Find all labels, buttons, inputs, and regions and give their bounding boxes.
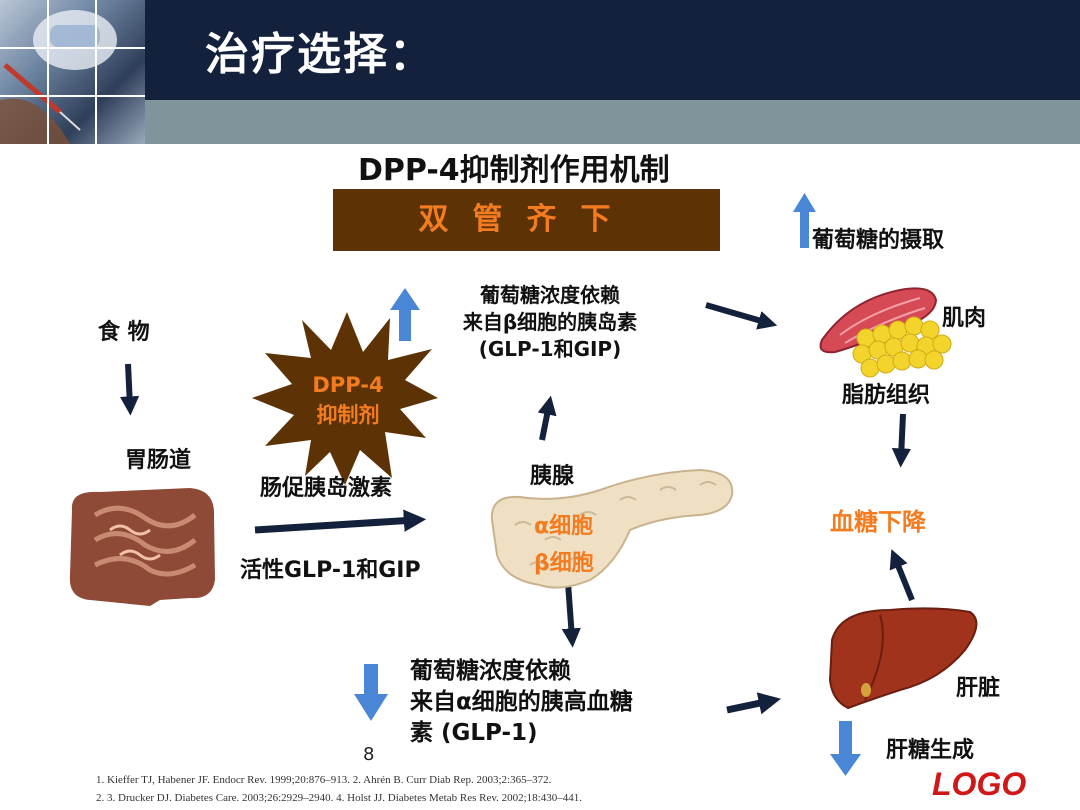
glucose-down-label: 血糖下降 [830,508,926,536]
insulin-to-muscle-arrow-icon [705,302,778,330]
glucagon-down-arrow-icon [354,664,388,721]
liver-label: 肝脏 [956,676,1001,701]
glucose-uptake-label: 葡萄糖的摄取 [812,228,945,253]
insulin-line-2: 来自β细胞的胰岛素 [462,310,638,334]
fat-to-glucose-arrow-icon [891,413,912,468]
glucagon-text: 葡萄糖浓度依赖 来自α细胞的胰高血糖 素 (GLP-1) [410,656,633,749]
dpp4-line-2: 抑制剂 [316,403,380,427]
insulin-line-3: (GLP-1和GIP) [478,337,622,361]
glucagon-to-liver-arrow-icon [726,692,781,715]
pancreas-down-arrow-icon [561,582,581,648]
liver-to-glucose-arrow-icon [889,549,915,602]
active-glp1-label: 活性GLP-1和GIP [240,558,421,583]
beta-cell-label: β细胞 [534,551,594,576]
food-label: 食 物 [98,320,150,345]
pancreas-label: 胰腺 [530,464,575,489]
insulin-text: 葡萄糖浓度依赖 来自β细胞的胰岛素 (GLP-1和GIP) [430,282,670,363]
syringe-photo-icon [0,0,145,144]
page-number: 8 [363,744,375,765]
muscle-label: 肌肉 [942,306,987,331]
pancreas-icon [490,468,734,589]
alpha-cell-label: α细胞 [534,514,594,539]
incretin-label: 肠促胰岛激素 [260,476,393,501]
dpp4-starburst-icon [252,312,438,485]
insulin-up-arrow-icon [390,288,420,341]
header-bar [0,0,1080,100]
page-title: 治疗选择： [205,29,435,80]
reference-line-2: 2. 3. Drucker DJ. Diabetes Care. 2003;26… [96,792,582,804]
hepatic-glucose-label: 肝糖生成 [886,738,975,763]
fat-tissue-icon [852,316,952,378]
glucagon-line-1: 葡萄糖浓度依赖 [410,658,571,684]
dpp4-inhibitor-label: DPP-4 抑制剂 [300,370,396,430]
reference-line-1: 1. Kieffer TJ, Habener JF. Endocr Rev. 1… [96,774,552,786]
gut-label: 胃肠道 [125,448,192,473]
header-band [0,100,1080,144]
hepatic-down-arrow-icon [830,721,861,776]
muscle-icon [819,287,938,354]
uptake-up-arrow-icon [793,193,816,248]
liver-icon [828,607,978,710]
logo: LOGO [932,766,1027,802]
gut-to-pancreas-arrow-icon [254,509,427,534]
insulin-line-1: 葡萄糖浓度依赖 [480,283,620,307]
diagram-subtitle: DPP-4抑制剂作用机制 [358,153,670,188]
dpp4-line-1: DPP-4 [312,373,384,397]
banner: 双管齐下 [333,189,720,251]
pancreas-up-arrow-icon [537,395,557,441]
intestine-icon [69,488,215,606]
fat-tissue-label: 脂肪组织 [842,383,931,408]
glucagon-line-2: 来自α细胞的胰高血糖 [410,689,633,715]
header-photo [0,0,145,144]
glucagon-line-3: 素 (GLP-1) [410,720,538,746]
food-to-gut-arrow-icon [119,363,140,416]
